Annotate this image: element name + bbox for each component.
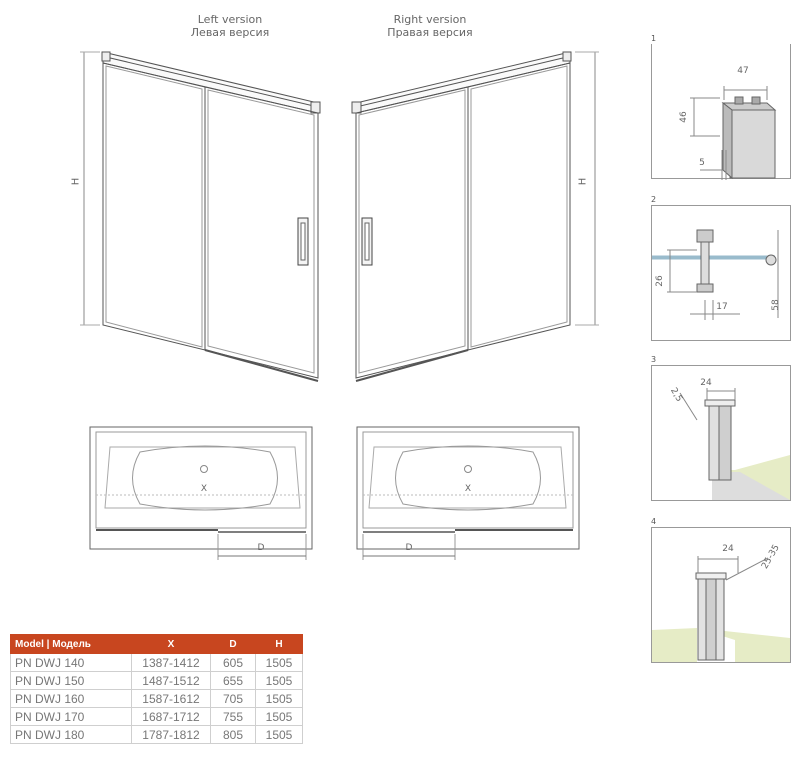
detail-4-dim-width: 24 [722, 544, 734, 554]
cell-model: PN DWJ 140 [10, 653, 132, 672]
left-top-rail [102, 51, 319, 114]
right-plan-view [356, 426, 580, 560]
detail-1-number: 1 [651, 34, 657, 43]
right-plan-x-label: X [464, 484, 472, 494]
table-row: PN DWJ 160 1587-1612 705 1505 [10, 689, 303, 708]
detail-2-dim-height: 26 [655, 275, 665, 287]
left-elevation [80, 51, 321, 382]
detail-1-dim-width: 47 [737, 66, 749, 76]
cell-x: 1387-1412 [131, 653, 211, 672]
left-sliding-door [204, 86, 319, 379]
left-plan-view [89, 426, 313, 560]
header-model: Model | Модель [10, 634, 132, 654]
specs-table: Model | Модель X D H PN DWJ 140 1387-141… [10, 634, 303, 744]
detail-2-box [651, 205, 791, 341]
cell-d: 705 [210, 689, 256, 708]
right-fixed-panel [467, 62, 571, 351]
detail-2-number: 2 [651, 195, 657, 204]
cell-x: 1687-1712 [131, 707, 211, 726]
cell-model: PN DWJ 160 [10, 689, 132, 708]
right-version-title-en: Right version [393, 13, 467, 26]
cell-d: 755 [210, 707, 256, 726]
right-version-title: Right version Правая версия [370, 13, 490, 39]
cell-d: 655 [210, 671, 256, 690]
right-sliding-door [355, 86, 469, 379]
right-elevation [351, 51, 599, 382]
cell-model: PN DWJ 150 [10, 671, 132, 690]
detail-3-number: 3 [651, 355, 657, 364]
detail-1-dim-thickness: 5 [699, 158, 705, 168]
left-plan-x-label: X [200, 484, 208, 494]
left-version-title-ru: Левая версия [190, 26, 270, 39]
right-version-title-ru: Правая версия [387, 26, 473, 39]
cell-d: 605 [210, 653, 256, 672]
header-h: H [255, 634, 303, 654]
right-top-rail [355, 51, 571, 114]
cell-h: 1505 [255, 725, 303, 744]
cell-x: 1587-1612 [131, 689, 211, 708]
left-plan-d-label: D [257, 543, 265, 553]
detail-2-dim-depth: 58 [771, 299, 781, 311]
right-plan-d-label: D [405, 543, 413, 553]
cell-h: 1505 [255, 671, 303, 690]
detail-3-dim-width: 24 [700, 378, 712, 388]
table-row: PN DWJ 180 1787-1812 805 1505 [10, 725, 303, 744]
specs-header-row: Model | Модель X D H [10, 634, 303, 654]
table-row: PN DWJ 150 1487-1512 655 1505 [10, 671, 303, 690]
table-row: PN DWJ 170 1687-1712 755 1505 [10, 707, 303, 726]
cell-h: 1505 [255, 707, 303, 726]
header-d: D [210, 634, 256, 654]
detail-1-dim-height: 46 [679, 111, 689, 123]
cell-model: PN DWJ 180 [10, 725, 132, 744]
left-version-title: Left version Левая версия [170, 13, 290, 39]
cell-d: 805 [210, 725, 256, 744]
detail-2-dim-width: 17 [716, 302, 728, 312]
left-fixed-panel [102, 62, 206, 351]
cell-h: 1505 [255, 689, 303, 708]
cell-x: 1787-1812 [131, 725, 211, 744]
cell-h: 1505 [255, 653, 303, 672]
header-x: X [131, 634, 211, 654]
left-version-title-en: Left version [197, 13, 263, 26]
table-row: PN DWJ 140 1387-1412 605 1505 [10, 653, 303, 672]
cell-model: PN DWJ 170 [10, 707, 132, 726]
right-height-label: H [577, 177, 589, 186]
cell-x: 1487-1512 [131, 671, 211, 690]
detail-4-number: 4 [651, 517, 657, 526]
left-height-label: H [70, 177, 82, 186]
detail-1-box [651, 44, 791, 179]
